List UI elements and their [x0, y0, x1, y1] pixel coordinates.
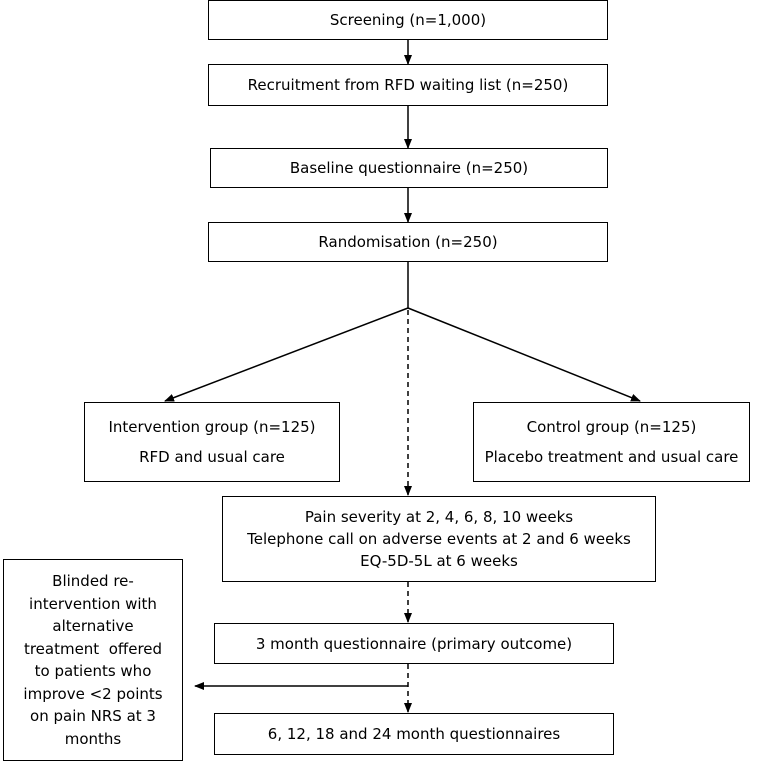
randomisation-label: Randomisation (n=250) — [318, 233, 498, 251]
followup-box: Pain severity at 2, 4, 6, 8, 10 weeks Te… — [222, 496, 656, 582]
control-title: Control group (n=125) — [526, 418, 697, 436]
intervention-detail: RFD and usual care — [139, 448, 285, 466]
blinded-line-3: alternative — [52, 617, 134, 635]
baseline-label: Baseline questionnaire (n=250) — [289, 159, 529, 177]
followup-line-1: Pain severity at 2, 4, 6, 8, 10 weeks — [304, 508, 574, 526]
intervention-group-box: Intervention group (n=125) RFD and usual… — [84, 402, 340, 482]
screening-label: Screening (n=1,000) — [329, 11, 487, 29]
recruitment-box: Recruitment from RFD waiting list (n=250… — [208, 64, 608, 106]
long-term-box: 6, 12, 18 and 24 month questionnaires — [214, 713, 614, 755]
baseline-box: Baseline questionnaire (n=250) — [210, 148, 608, 188]
followup-line-3: EQ-5D-5L at 6 weeks — [360, 552, 518, 570]
screening-box: Screening (n=1,000) — [208, 0, 608, 40]
recruitment-label: Recruitment from RFD waiting list (n=250… — [247, 76, 569, 94]
long-term-label: 6, 12, 18 and 24 month questionnaires — [267, 725, 561, 743]
blinded-line-6: improve <2 points — [23, 684, 163, 703]
randomisation-box: Randomisation (n=250) — [208, 222, 608, 262]
blinded-line-4: treatment offered — [23, 639, 163, 658]
followup-line-2: Telephone call on adverse events at 2 an… — [247, 530, 631, 548]
arrow-to-control — [407, 307, 641, 402]
arrow-to-intervention — [164, 307, 409, 402]
three-month-box: 3 month questionnaire (primary outcome) — [214, 623, 614, 664]
control-detail: Placebo treatment and usual care — [484, 448, 739, 466]
blinded-line-1: Blinded re- — [52, 572, 134, 590]
intervention-title: Intervention group (n=125) — [108, 418, 316, 436]
control-group-box: Control group (n=125) Placebo treatment … — [473, 402, 750, 482]
blinded-line-2: intervention with — [29, 594, 157, 613]
blinded-line-8: months — [64, 729, 122, 748]
blinded-reintervention-box: Blinded re- intervention with alternativ… — [3, 559, 183, 761]
blinded-line-7: on pain NRS at 3 — [30, 707, 156, 725]
three-month-label: 3 month questionnaire (primary outcome) — [255, 634, 573, 653]
blinded-line-5: to patients who — [34, 662, 152, 680]
